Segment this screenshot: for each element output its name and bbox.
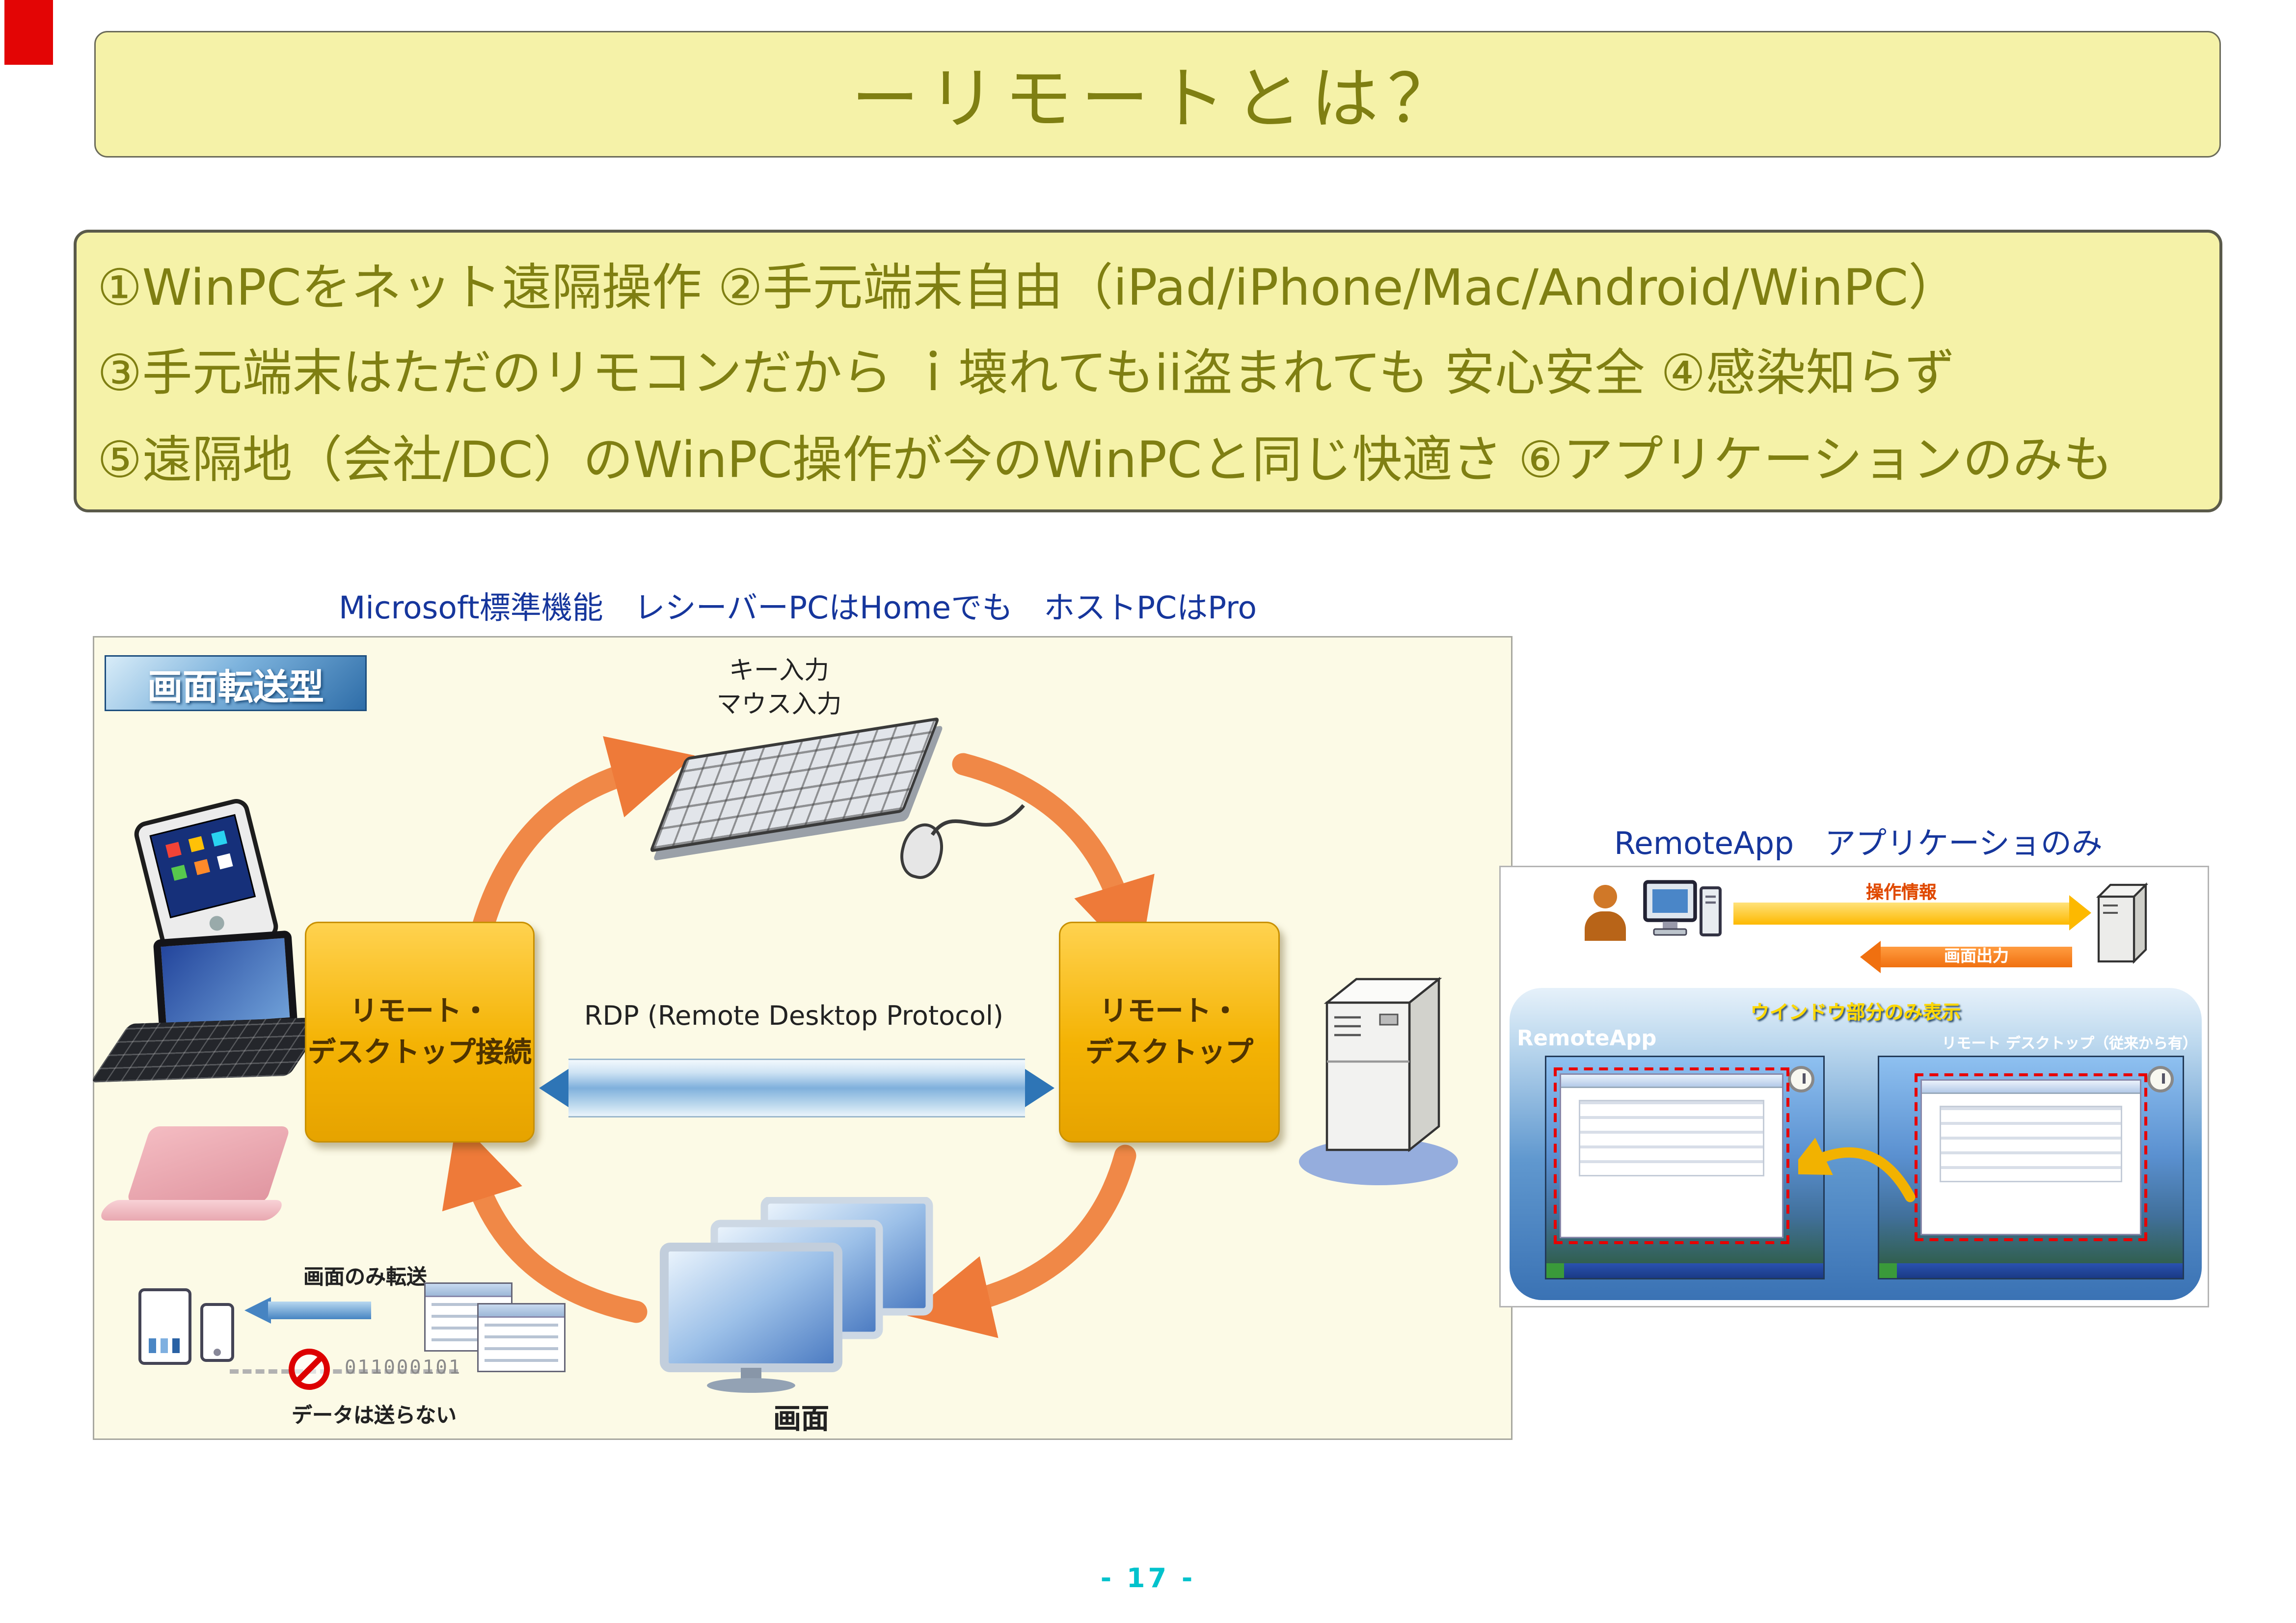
node-label: デスクトップ接続 <box>307 1037 532 1069</box>
node-label: デスクトップ <box>1085 1037 1253 1069</box>
left-arrowhead-icon <box>539 1069 568 1107</box>
arrowhead <box>244 1297 271 1324</box>
window-titlebar <box>426 1284 511 1297</box>
remoteapp-comparison-area: ウインドウ部分のみ表示 RemoteApp リモート デスクトップ（従来から有） <box>1510 988 2202 1300</box>
rdp-protocol-label: RDP (Remote Desktop Protocol) <box>584 1001 1003 1032</box>
remote-desktop-host-box: リモート・ デスクトップ <box>1059 922 1280 1143</box>
remoteapp-screenshot <box>1545 1056 1825 1279</box>
window-content <box>485 1324 558 1362</box>
window-extract-arrow-icon <box>1798 1138 1916 1202</box>
microsoft-caption: Microsoft標準機能 レシーバーPCはHomeでも ホストPCはPro <box>339 590 1257 626</box>
screen-transfer-diagram: 画面転送型 キー入力 マウス入力 リモート・ デスクト <box>90 636 1513 1440</box>
home-button <box>214 1349 221 1356</box>
remoteapp-label: RemoteApp <box>1517 1028 1657 1051</box>
remoteapp-heading: RemoteApp アプリケーショのみ <box>1614 826 2103 861</box>
window-titlebar <box>1922 1081 2140 1094</box>
arrow-shaft <box>268 1302 371 1319</box>
bullet-line: ①WinPCをネット遠隔操作 ②手元端末自由（iPad/iPhone/Mac/A… <box>97 259 1959 318</box>
mouse-cable-icon <box>930 804 1025 836</box>
taskbar <box>1879 1263 2183 1278</box>
rdp-connection-bar <box>539 1056 1054 1120</box>
remote-desktop-screenshot <box>1878 1056 2184 1279</box>
start-button <box>1546 1263 1564 1278</box>
operation-info-arrow: 操作情報 <box>1733 882 2091 931</box>
server-icon <box>1299 977 1458 1185</box>
window-titlebar <box>479 1304 564 1318</box>
screen-output-label: 画面出力 <box>1944 947 2009 966</box>
browser-window-icon <box>477 1303 566 1372</box>
node-label: リモート・ <box>1099 994 1240 1027</box>
blocked-data-arrow <box>230 1369 458 1374</box>
node-label: リモート・ <box>350 994 490 1027</box>
remoteapp-panel: 操作情報 画面出力 ウインドウ部分のみ表示 RemoteApp リモート デスク… <box>1499 866 2209 1307</box>
operation-info-label: 操作情報 <box>1865 882 1937 903</box>
right-arrowhead-icon <box>1025 1069 1054 1107</box>
app-window <box>1915 1073 2147 1241</box>
binary-data-label: 011000101 <box>345 1357 462 1380</box>
rdp-pipe <box>568 1059 1025 1117</box>
corner-red-accent <box>4 0 53 65</box>
clock-icon <box>1788 1066 1814 1092</box>
receiver-phone-icon <box>200 1303 234 1362</box>
app-window <box>1554 1067 1789 1244</box>
clock-icon <box>2147 1066 2174 1092</box>
window-titlebar <box>1561 1075 1782 1088</box>
start-button <box>1879 1263 1897 1278</box>
remote-desktop-client-box: リモート・ デスクトップ接続 <box>305 922 535 1143</box>
pink-laptop-lid <box>126 1126 291 1203</box>
screen-transfer-badge: 画面転送型 <box>105 655 367 711</box>
person-icon <box>1583 885 1627 944</box>
taskbar <box>1546 1263 1823 1278</box>
window-only-label: ウインドウ部分のみ表示 <box>1750 1003 1961 1025</box>
bullets-box: ①WinPCをネット遠隔操作 ②手元端末自由（iPad/iPhone/Mac/A… <box>74 230 2222 512</box>
person-body <box>1585 911 1626 941</box>
receiver-tablet-icon <box>138 1288 191 1365</box>
screen-output-arrow: 画面出力 <box>1860 941 2072 973</box>
title-box: ーリモートとは？ <box>94 31 2221 158</box>
window-content <box>1940 1106 2122 1182</box>
keyboard-mouse-label: キー入力 マウス入力 <box>632 655 926 723</box>
mouse-input-label: マウス入力 <box>716 690 842 720</box>
monitors-icon <box>660 1197 933 1393</box>
screen-only-label: 画面のみ転送 <box>303 1266 427 1290</box>
tablet-screen <box>149 814 256 919</box>
window-content <box>1579 1100 1764 1176</box>
left-arrow-icon <box>244 1297 371 1324</box>
chart-bars <box>149 1338 156 1353</box>
no-data-label: データは送らない <box>292 1405 457 1428</box>
tablet-app-icons <box>165 842 182 858</box>
person-head <box>1594 885 1617 908</box>
pink-laptop-icon <box>96 1126 291 1244</box>
page-number: - 17 - <box>1100 1564 1196 1595</box>
laptop-icon <box>90 930 328 1094</box>
bullet-line: ⑤遠隔地（会社/DC）のWinPC操作が今のWinPCと同じ快適さ ⑥アプリケー… <box>97 431 2113 490</box>
host-server-icon <box>2096 882 2149 964</box>
screen-label: 画面 <box>773 1403 829 1436</box>
remote-desktop-label: リモート デスクトップ（従来から有） <box>1942 1037 2197 1053</box>
keyboard-icon <box>648 717 941 853</box>
prohibition-icon <box>289 1349 330 1390</box>
slide-title: ーリモートとは？ <box>851 59 1464 138</box>
computer-icon <box>1643 880 1722 936</box>
bullet-line: ③手元端末はただのリモコンだから ｉ壊れてもii盗まれても 安心安全 ④感染知ら… <box>97 345 1955 404</box>
key-input-label: キー入力 <box>729 657 829 686</box>
pink-laptop-base <box>96 1200 287 1221</box>
tablet-home-button <box>208 914 226 932</box>
laptop-keyboard <box>90 1017 328 1083</box>
